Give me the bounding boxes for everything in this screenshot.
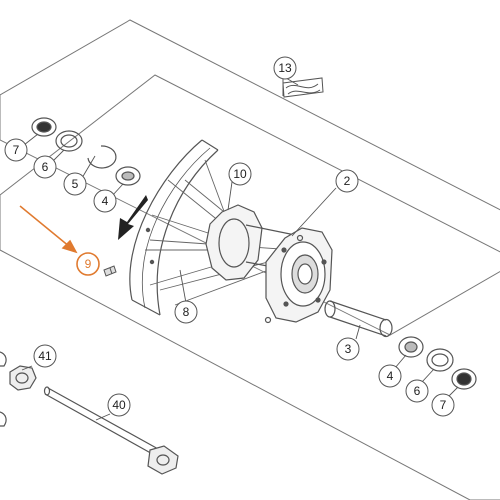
callout-9-highlighted: 9 xyxy=(76,252,100,276)
spacer-right-part xyxy=(398,336,424,358)
callout-40: 40 xyxy=(107,393,131,417)
circlip-left-part xyxy=(87,145,117,169)
hub-part xyxy=(205,204,333,324)
callout-3: 3 xyxy=(336,337,360,361)
callout-41: 41 xyxy=(33,344,57,368)
callout-label: 3 xyxy=(345,342,352,356)
bearing-right-part xyxy=(426,348,454,372)
callout-13: 13 xyxy=(273,56,297,80)
frame-outlines xyxy=(0,19,500,500)
inner-frame xyxy=(0,74,500,500)
spoke-set-part xyxy=(282,77,324,98)
spacer-left-part xyxy=(115,166,141,186)
callout-2: 2 xyxy=(335,169,359,193)
axle-part xyxy=(43,386,179,475)
callout-label: 9 xyxy=(85,257,92,271)
rim-part xyxy=(129,139,219,316)
highlight-arrow-icon xyxy=(19,205,78,254)
axle-nut-part xyxy=(9,365,37,391)
hub-right-flange xyxy=(264,227,333,324)
spacer-tube-part xyxy=(324,300,393,338)
callout-label: 40 xyxy=(112,398,126,412)
callout-10: 10 xyxy=(228,162,252,186)
callout-4-right: 4 xyxy=(378,364,402,388)
callout-label: 5 xyxy=(72,177,79,191)
spoke-nipple-part xyxy=(103,265,117,277)
callout-label: 6 xyxy=(42,160,49,174)
callout-label: 13 xyxy=(278,61,292,75)
callout-label: 4 xyxy=(102,194,109,208)
callout-5: 5 xyxy=(63,172,87,196)
callout-6-right: 6 xyxy=(405,379,429,403)
callout-label: 7 xyxy=(440,398,447,412)
partial-part-left xyxy=(0,351,7,427)
outer-frame xyxy=(0,19,500,336)
callout-7-right: 7 xyxy=(431,393,455,417)
seal-right-part xyxy=(451,368,477,390)
rotation-arrow-icon xyxy=(118,195,148,240)
callout-label: 6 xyxy=(414,384,421,398)
callout-label: 2 xyxy=(344,174,351,188)
bearing-left-part xyxy=(55,130,83,152)
callout-8: 8 xyxy=(174,300,198,324)
callout-6-left: 6 xyxy=(33,155,57,179)
callout-7-left: 7 xyxy=(4,138,28,162)
left-bearing-stack xyxy=(31,117,141,186)
right-bearing-stack xyxy=(398,336,477,390)
callout-4-left: 4 xyxy=(93,189,117,213)
callout-label: 10 xyxy=(233,167,247,181)
callout-label: 4 xyxy=(387,369,394,383)
callout-label: 7 xyxy=(13,143,20,157)
hub-left-flange xyxy=(205,204,263,281)
seal-left-part xyxy=(31,117,57,137)
callout-label: 8 xyxy=(183,305,190,319)
callout-label: 41 xyxy=(38,349,52,363)
